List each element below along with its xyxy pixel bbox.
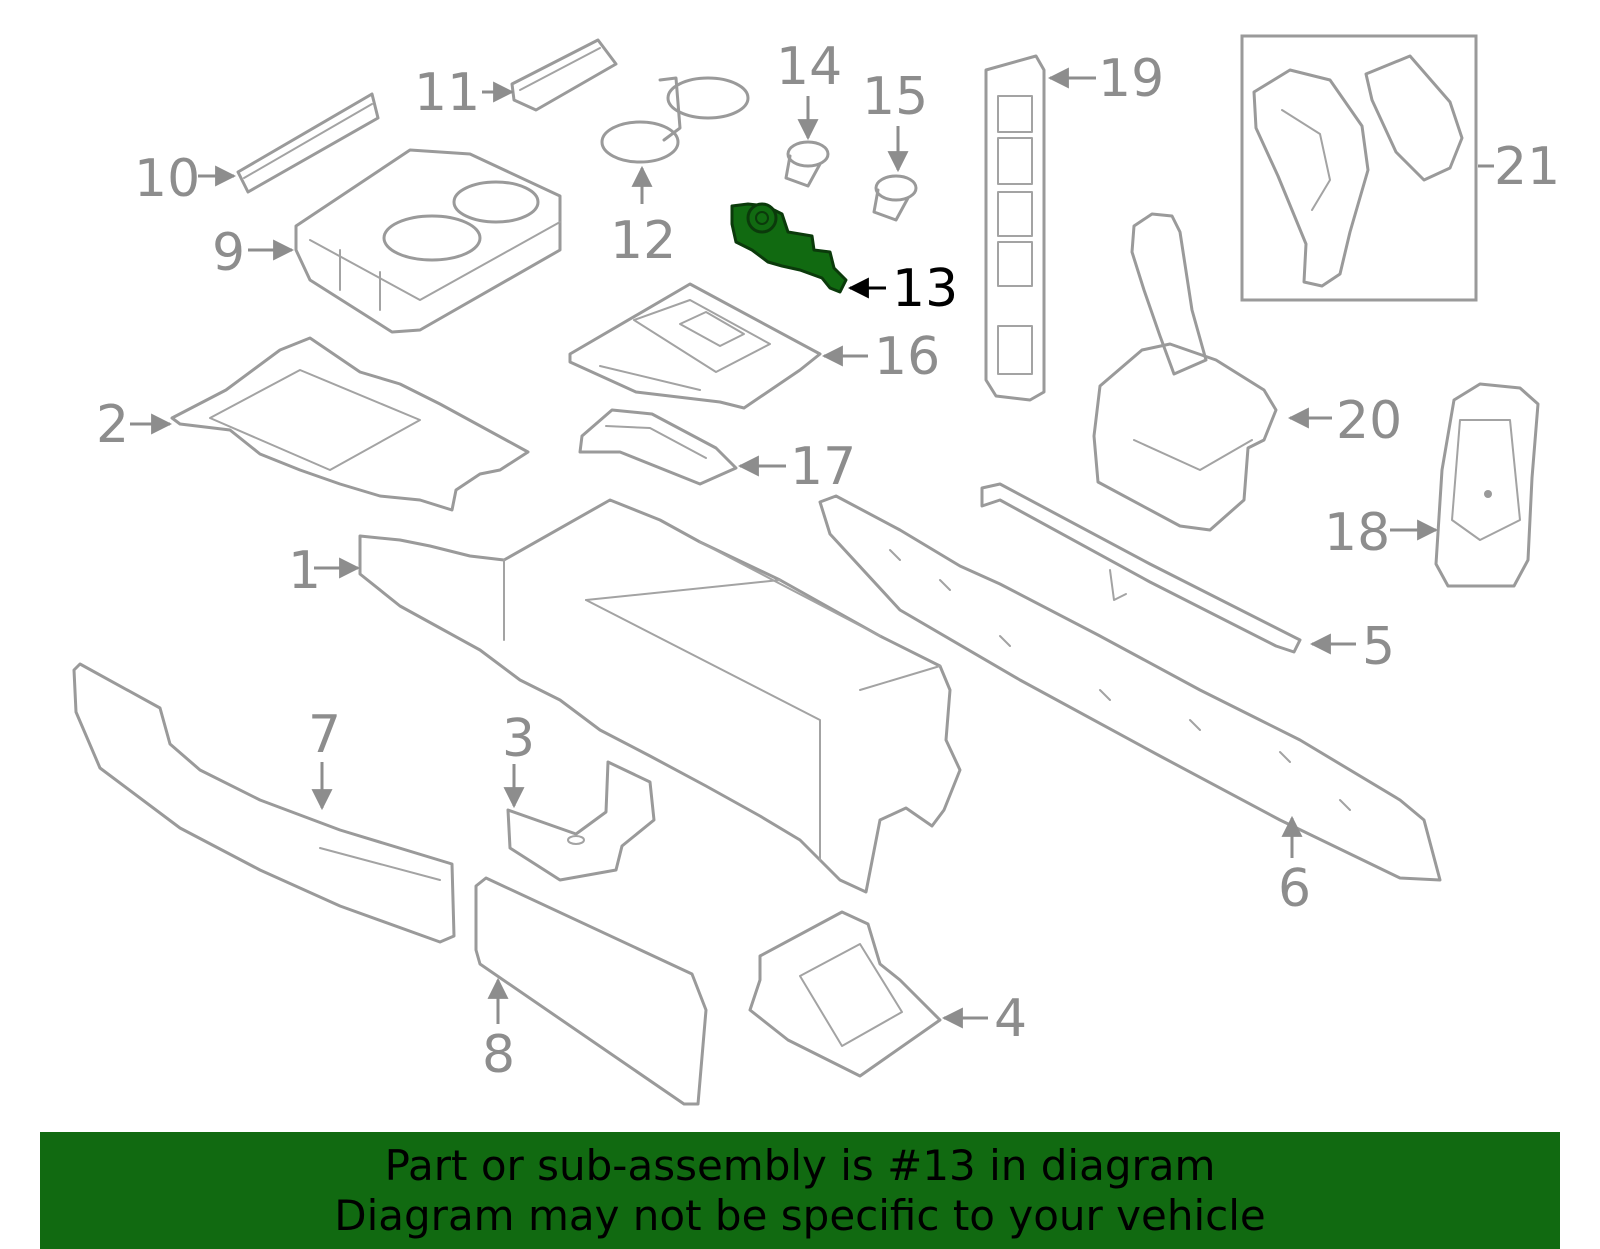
callout-4: 4 [994, 989, 1027, 1049]
part-16-console-top [568, 282, 822, 410]
part-7-side-panel [72, 662, 456, 944]
callout-7: 7 [308, 705, 341, 765]
callout-13: 13 [892, 259, 958, 319]
part-2-frame [170, 336, 530, 512]
callout-15: 15 [862, 67, 928, 127]
callout-2: 2 [96, 395, 129, 455]
part-11-tray-insert [510, 38, 618, 112]
part-14-clip [784, 140, 830, 188]
part-17-console-piece [578, 408, 738, 486]
callout-14: 14 [776, 37, 842, 97]
banner-line-1: Part or sub-assembly is #13 in diagram [384, 1140, 1216, 1190]
part-21-shift-knob-box [1240, 34, 1478, 302]
callout-11: 11 [414, 63, 480, 123]
part-9-cup-holder [294, 148, 562, 334]
callout-9: 9 [212, 223, 245, 283]
callout-arrows [130, 67, 1494, 1029]
callout-6: 6 [1278, 859, 1311, 919]
callout-3: 3 [502, 709, 535, 769]
callout-18: 18 [1324, 503, 1390, 563]
banner-line-2: Diagram may not be specific to your vehi… [334, 1190, 1266, 1240]
callout-16: 16 [874, 327, 940, 387]
part-4-tray [748, 910, 942, 1078]
part-6-side-trim [818, 494, 1442, 882]
callout-19: 19 [1098, 49, 1164, 109]
part-info-banner: Part or sub-assembly is #13 in diagram D… [40, 1132, 1560, 1249]
callout-12: 12 [610, 211, 676, 271]
part-1-console-body [358, 498, 962, 894]
part-19-vertical-trim [984, 54, 1046, 402]
callout-10: 10 [134, 149, 200, 209]
part-15-clip [872, 174, 918, 222]
callout-1: 1 [288, 541, 321, 601]
part-5-rail [980, 482, 1302, 654]
part-18-control-pad [1434, 382, 1540, 588]
part-12-cup-ring [600, 76, 750, 164]
part-13-bracket-highlighted [730, 202, 848, 294]
part-3-bracket [506, 760, 656, 882]
part-10-trim-strip [236, 92, 380, 194]
callout-17: 17 [790, 437, 856, 497]
part-20-shifter [1092, 212, 1278, 532]
callout-20: 20 [1336, 391, 1402, 451]
callout-5: 5 [1362, 617, 1395, 677]
part-8-side-panel [474, 876, 708, 1106]
callout-8: 8 [482, 1025, 515, 1085]
callout-21: 21 [1494, 137, 1560, 197]
